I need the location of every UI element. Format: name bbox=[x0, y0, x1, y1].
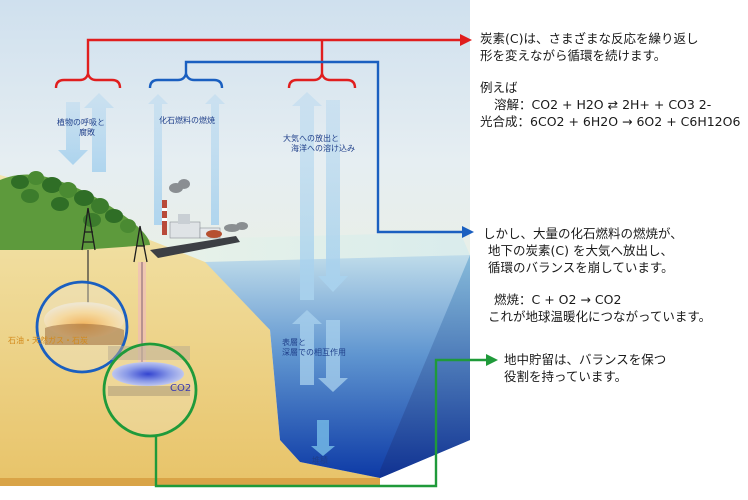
dissolution-row: 溶解：CO2 + H2O ⇄ 2H+ + CO3 2- bbox=[480, 97, 740, 114]
flux-arrows bbox=[58, 92, 348, 456]
plant-label-line1: 植物の呼吸と bbox=[57, 118, 105, 127]
combustion-row: 燃焼：C + O2 → CO2 bbox=[488, 292, 711, 309]
plant-down-arrow bbox=[58, 102, 88, 165]
examples-heading: 例えば bbox=[480, 80, 518, 95]
storage-note-line2: 役割を持っています。 bbox=[504, 368, 628, 384]
photosynthesis-formula: 6CO2 + 6H2O → 6O2 + C6H12O6 bbox=[530, 113, 741, 129]
layer-interaction-label: 表層と 深層での相互作用 bbox=[282, 338, 346, 359]
blue-connector-arrow bbox=[148, 60, 474, 238]
sediment-label: 堆積 bbox=[312, 456, 328, 465]
fossil-up-arrow-1 bbox=[148, 94, 168, 225]
warming-note: これが地球温暖化につながっています。 bbox=[488, 308, 712, 324]
co2-storage-zone bbox=[102, 342, 198, 438]
drilling-rig-right bbox=[133, 225, 148, 263]
ocean-up-arrow bbox=[292, 92, 322, 300]
imbalance-note: しかし、大量の化石燃料の燃焼が、 地下の炭素(C) を大気へ放出し、 循環のバラ… bbox=[483, 226, 683, 277]
carbon-cycle-note-line2: 形を変えながら循環を続けます。 bbox=[480, 47, 667, 63]
storage-note: 地中貯留は、バランスを保つ 役割を持っています。 bbox=[504, 352, 666, 386]
drilling-rig-left bbox=[81, 207, 96, 251]
ocean-exchange-label: 大気への放出と 海洋への溶け込み bbox=[283, 134, 355, 155]
forest-trees bbox=[11, 171, 136, 233]
plant-up-arrow bbox=[84, 93, 114, 172]
layer-label-line2: 深層での相互作用 bbox=[282, 348, 346, 358]
photosynthesis-row: 光合成：6CO2 + 6H2O → 6O2 + C6H12O6 bbox=[480, 114, 740, 131]
imbalance-note-line3: 循環のバランスを崩しています。 bbox=[488, 259, 674, 275]
imbalance-note-line2: 地下の炭素(C) を大気へ放出し、 bbox=[488, 242, 673, 258]
road bbox=[150, 236, 240, 258]
layer-label-line1: 表層と bbox=[282, 338, 306, 347]
plant-respiration-label: 植物の呼吸と 腐敗 bbox=[57, 118, 105, 139]
ocean-label-line2: 海洋への溶け込み bbox=[291, 144, 355, 154]
plant-label-line2: 腐敗 bbox=[79, 128, 95, 138]
dissolution-formula: CO2 + H2O ⇄ 2H+ + CO3 2- bbox=[531, 96, 712, 112]
fossil-deposit-label: 石油・天然ガス・石炭 bbox=[8, 336, 88, 345]
ground-block bbox=[0, 175, 380, 480]
ocean-down-arrow bbox=[318, 100, 348, 292]
fossil-up-arrow-2 bbox=[205, 94, 225, 225]
photosynthesis-label: 光合成： bbox=[480, 113, 531, 129]
ground-bottom bbox=[0, 478, 380, 486]
co2-label: CO2 bbox=[170, 383, 192, 394]
co2-injection-beam bbox=[138, 262, 146, 362]
imbalance-note-line1: しかし、大量の化石燃料の燃焼が、 bbox=[483, 226, 683, 241]
layer-down-arrow bbox=[318, 320, 348, 392]
sediment-down-arrow bbox=[311, 420, 335, 456]
green-connector-arrow bbox=[154, 354, 498, 488]
red-connector-arrow bbox=[54, 34, 472, 89]
carbon-cycle-note: 炭素(C)は、さまざまな反応を繰り返し 形を変えながら循環を続けます。 bbox=[480, 31, 698, 65]
storage-note-line1: 地中貯留は、バランスを保つ bbox=[504, 352, 667, 367]
power-plant bbox=[162, 200, 222, 239]
smoke-plume bbox=[169, 179, 248, 232]
fossil-deposit-zone bbox=[35, 280, 129, 374]
combustion-formula: C + O2 → CO2 bbox=[531, 292, 622, 307]
ocean-label-line1: 大気への放出と bbox=[283, 134, 339, 143]
combustion-note: 燃焼：C + O2 → CO2 これが地球温暖化につながっています。 bbox=[488, 292, 711, 326]
carbon-cycle-note-line1: 炭素(C)は、さまざまな反応を繰り返し bbox=[480, 31, 699, 46]
combustion-label: 燃焼： bbox=[494, 292, 532, 307]
sea-side bbox=[380, 255, 470, 478]
example-reactions: 例えば 溶解：CO2 + H2O ⇄ 2H+ + CO3 2- 光合成：6CO2… bbox=[480, 80, 740, 131]
dissolution-label: 溶解： bbox=[494, 96, 532, 112]
layer-up-arrow bbox=[292, 310, 322, 385]
fossil-combustion-label: 化石燃料の燃焼 bbox=[159, 116, 215, 125]
